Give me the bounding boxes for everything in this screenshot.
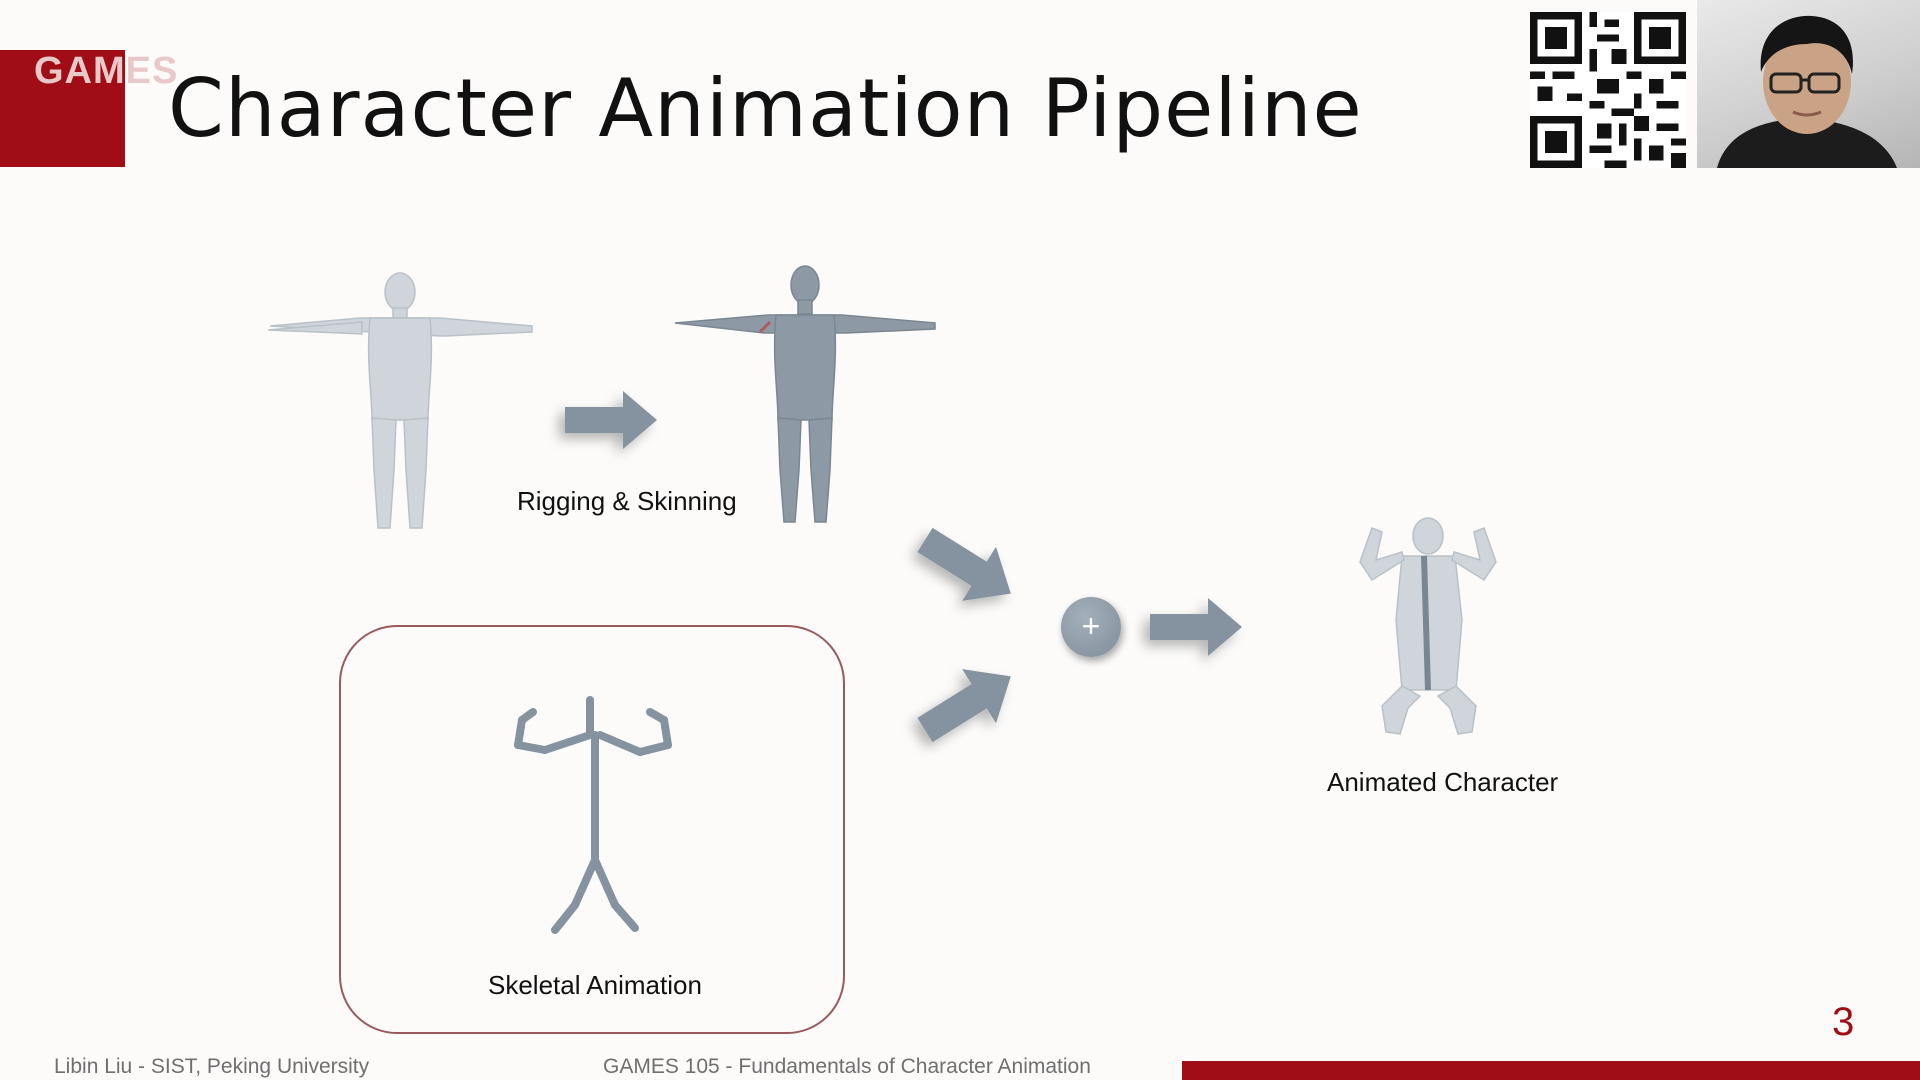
footer-accent-bar: [1182, 1061, 1920, 1080]
slide-title: Character Animation Pipeline: [168, 62, 1363, 155]
footer-author: Libin Liu - SIST, Peking University: [54, 1055, 370, 1078]
rigging-label: Rigging & Skinning: [517, 486, 737, 516]
presenter-webcam: [1697, 0, 1920, 168]
page-number: 3: [1832, 1000, 1855, 1044]
arrow-right-icon: [565, 391, 657, 449]
animated-character-figure: [1359, 517, 1497, 735]
footer-course: GAMES 105 - Fundamentals of Character An…: [603, 1055, 1091, 1078]
course-logo-block: [0, 50, 125, 167]
plus-icon: +: [1061, 597, 1121, 657]
mesh-character-figure: [267, 272, 533, 529]
arrow-down-right-icon: [908, 512, 1028, 621]
qr-code: [1530, 12, 1686, 168]
skeletal-animation-label: Skeletal Animation: [488, 970, 702, 1000]
arrow-up-right-icon: [908, 649, 1028, 758]
animated-character-label: Animated Character: [1327, 767, 1559, 797]
skinned-character-figure: [674, 265, 936, 523]
course-logo-text: GAMES: [34, 50, 179, 92]
skeleton-figure: [514, 696, 672, 934]
skeletal-animation-frame: [339, 625, 845, 1034]
arrow-right-icon: [1150, 598, 1242, 656]
